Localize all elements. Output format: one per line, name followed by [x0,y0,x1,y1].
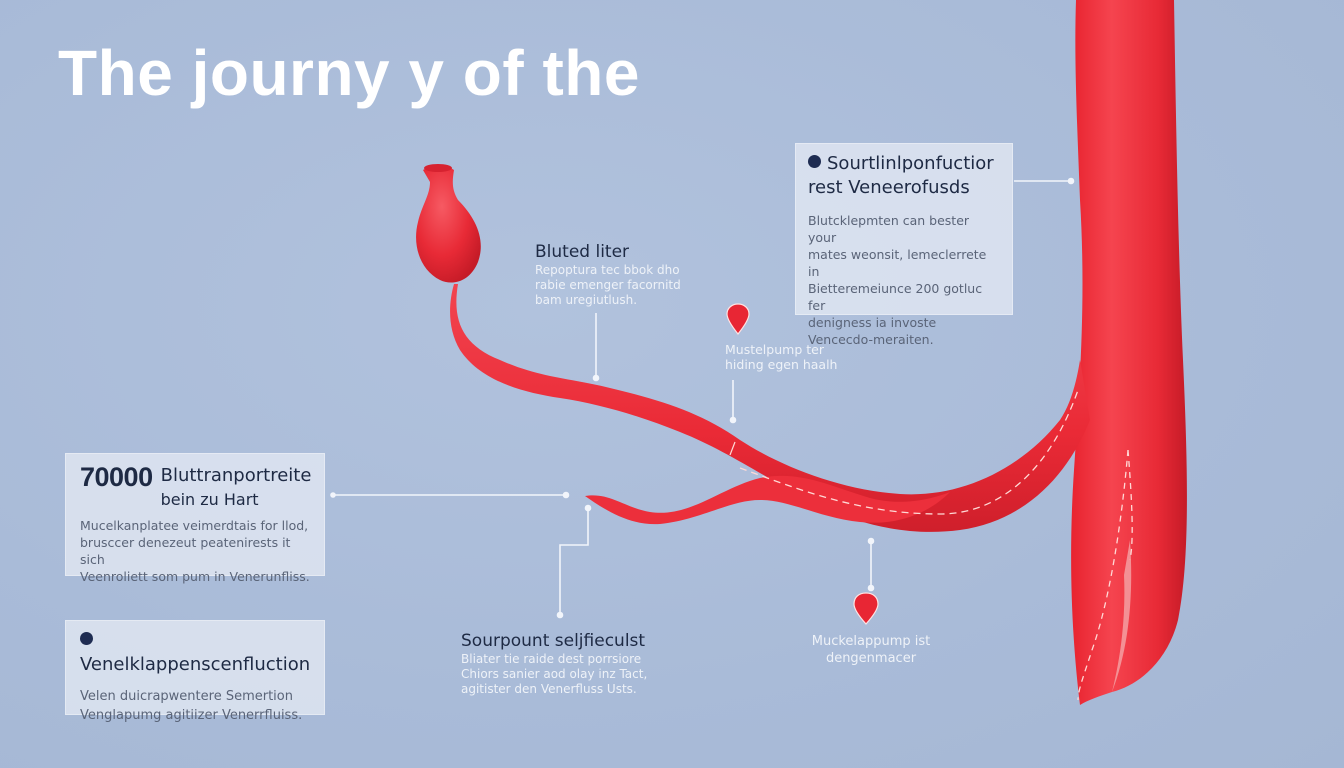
label-body-line: rabie emenger facornitd [535,278,681,292]
card-body-line: Velen duicrapwentere Semertion [80,689,293,704]
stat-body: Mucelkanplatee veimerdtais for llod, bru… [80,517,310,585]
card-body-line: Venglapumg agitiizer Venerrfluiss. [80,708,303,723]
info-card-top-right: Sourtlinlponfuctior rest Veneerofusds Bl… [795,143,1013,347]
label-title: Sourpount seljfieculst [461,631,646,651]
label-muscle-pump-bottom: Muckelappump ist dengenmacer [796,633,946,667]
upper-vein-bulb [416,164,481,283]
stat-title-line2: bein zu Hart [160,490,259,509]
card-body-line: Bietteremeiunce 200 gotluc fer [808,281,983,313]
connector-lines [330,177,1075,619]
bullet-dot-icon [80,632,93,645]
label-body-line: Chiors sanier aod olay inz Tact, [461,667,648,681]
label-body-line: Repoptura tec bbok dho [535,263,680,277]
card-body: Blutcklepmten can bester your mates weon… [808,212,1000,348]
label-muscle-pump-top: Mustelpump ter hiding egen haalh [725,342,837,372]
label-body-line: bam uregiutlush. [535,293,638,307]
card-body-line: Mucelkanplatee veimerdtais for llod, [80,518,309,533]
card-body-line: Vencecdo-meraiten. [808,332,934,347]
label-title: Bluted liter [535,242,630,262]
card-title: Venelklappenscenfluction [80,629,310,677]
page-title: The journy y of the [58,37,640,109]
card-title: Sourtlinlponfuctior [808,152,1000,176]
map-pin-icon-bottom [853,592,879,625]
label-body-line: Muckelappump ist [811,634,931,649]
label-body-line: hiding egen haalh [725,357,838,372]
label-sourpount: Sourpount seljfieculst Bliater tie raide… [461,630,647,697]
label-body-line: Mustelpump ter [725,342,824,357]
stat-card: 70000 Bluttranportreite bein zu Hart Muc… [65,453,325,584]
valve-card: Venelklappenscenfluction Velen duicrapwe… [65,620,325,723]
card-title-line2: rest Veneerofusds [808,177,970,198]
card-body-line: brusccer denezeut peatenirests it sich [80,535,291,567]
card-body-line: Blutcklepmten can bester your [808,213,970,245]
card-title-line1: Sourtlinlponfuctior [827,153,994,174]
label-body-line: dengenmacer [825,651,917,666]
label-body-line: Bliater tie raide dest porrsiore [461,652,642,666]
valve-body: Velen duicrapwentere Semertion Venglapum… [80,687,310,725]
card-body-line: denigness ia invoste [808,315,937,330]
valve-title: Venelklappenscenfluction [80,654,311,675]
lower-vein-branch [585,475,950,525]
map-pin-icon-top [726,303,750,335]
label-bluted-liter: Bluted liter Repoptura tec bbok dho rabi… [535,241,681,308]
main-vein-trunk [1071,0,1187,705]
card-body-line: Veenroliett som pum in Venerunfliss. [80,569,310,584]
label-body-line: agitister den Venerfluss Usts. [461,682,637,696]
bullet-dot-icon [808,155,821,168]
stat-title-line1: Bluttranportreite [160,465,312,486]
stat-number: 70000 [80,462,153,492]
card-body-line: mates weonsit, lemeclerrete in [808,247,987,279]
